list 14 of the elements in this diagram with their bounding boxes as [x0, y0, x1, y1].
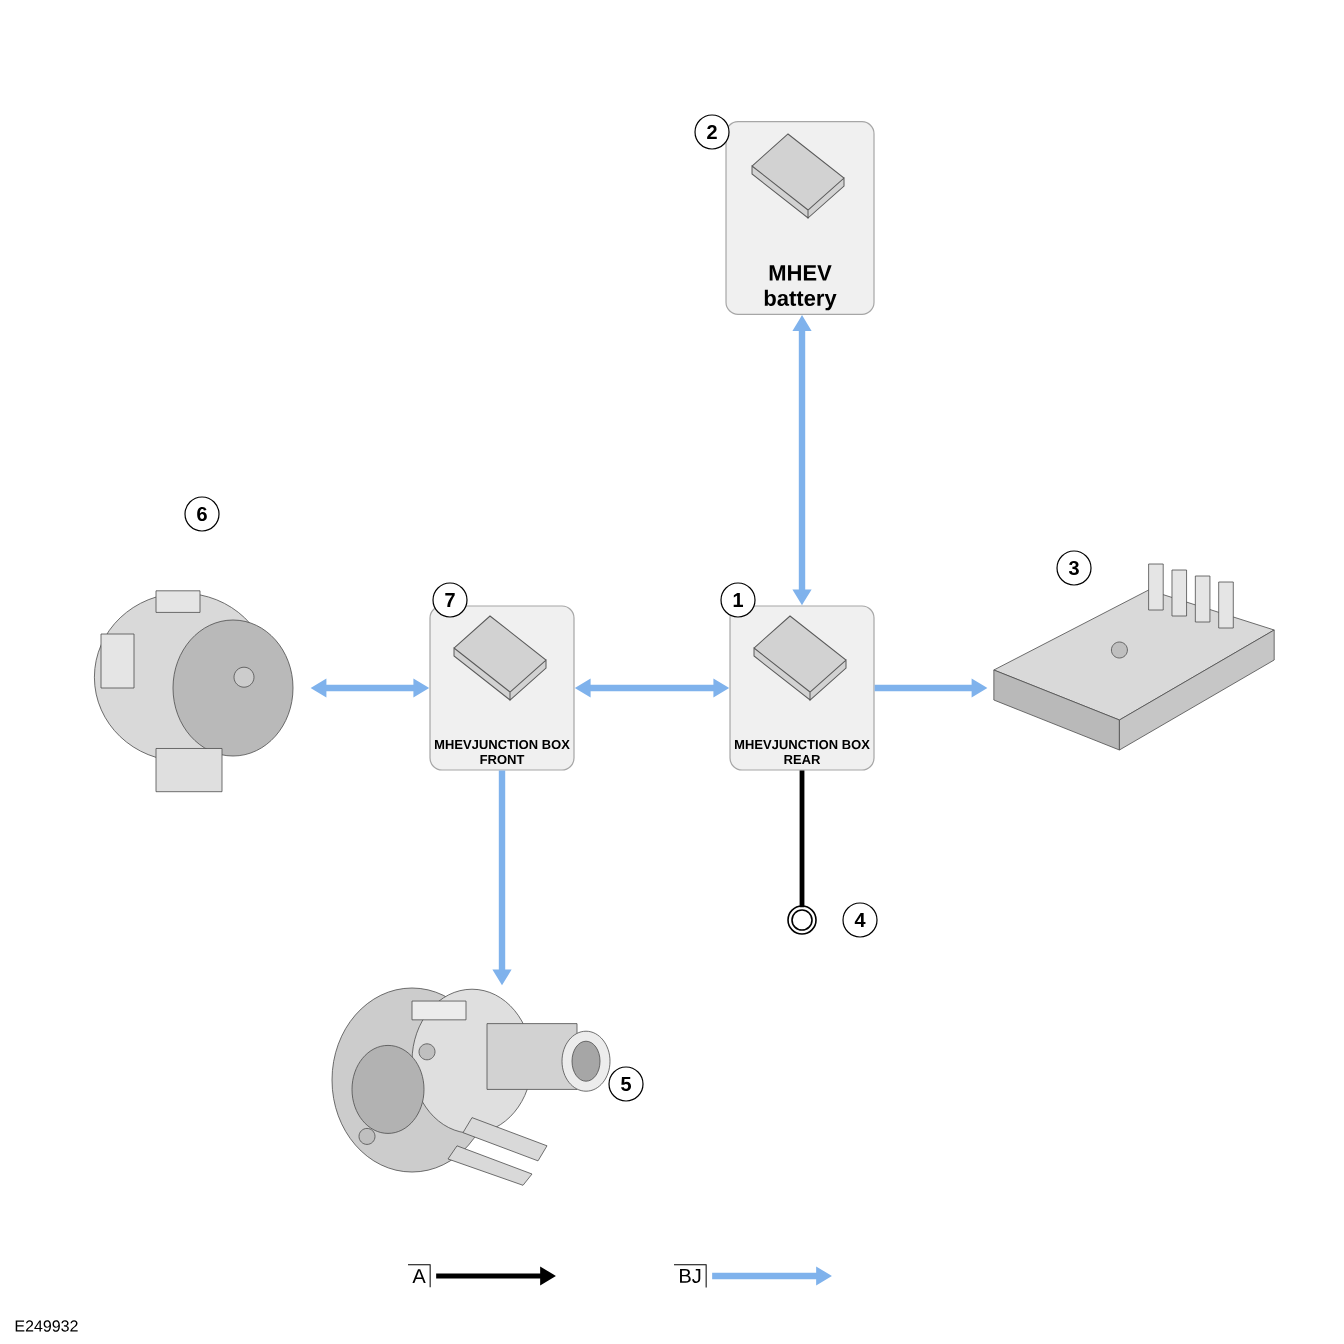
picture — [331, 987, 611, 1186]
legend-key: BJ — [673, 1264, 707, 1288]
callout-number: 7 — [432, 582, 468, 618]
callout-number: 4 — [842, 902, 878, 938]
callout-number: 3 — [1056, 550, 1092, 586]
picture — [993, 563, 1275, 751]
callout-number: 2 — [694, 114, 730, 150]
legend-key: A — [407, 1264, 431, 1288]
figure-number: E249932 — [15, 1320, 78, 1332]
callout-number: 6 — [184, 496, 220, 532]
ground-terminal — [787, 905, 817, 935]
picture — [94, 590, 294, 793]
callout-number: 5 — [608, 1066, 644, 1102]
callout-number: 1 — [720, 582, 756, 618]
